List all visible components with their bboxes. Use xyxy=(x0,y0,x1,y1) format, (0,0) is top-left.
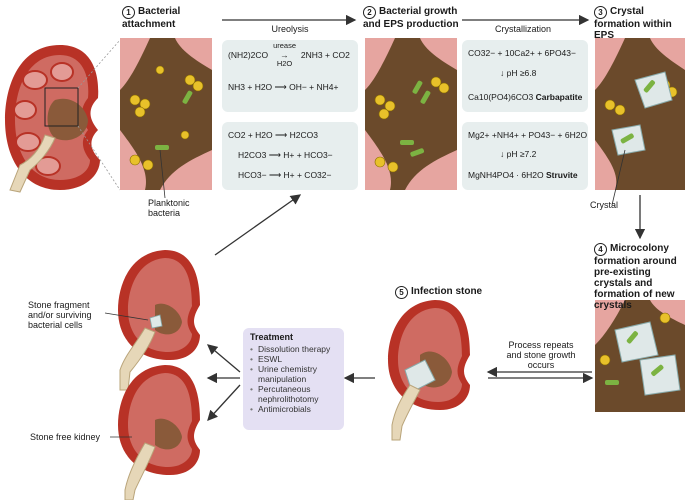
eq5: HCO3− ⟶ H+ + CO32− xyxy=(238,170,332,180)
stone-free-label: Stone free kidney xyxy=(30,432,101,442)
step-4-text: Microcolony formation around pre-existin… xyxy=(594,243,677,311)
treatment-list: Dissolution therapy ESWL Urine chemistry… xyxy=(250,344,342,414)
struvite-reactants: Mg2+ +NH4+ + PO43− + 6H2O xyxy=(468,130,588,140)
carbapatite-ph: ↓ pH ≥6.8 xyxy=(500,68,537,78)
treatment-item: Urine chemistry manipulation xyxy=(250,364,342,384)
planktonic-label: Planktonic bacteria xyxy=(148,198,190,218)
step-4-number: 4 xyxy=(594,243,607,256)
step-1-number: 1 xyxy=(122,6,135,19)
step-3-text: Crystal formation within EPS xyxy=(594,6,672,41)
carbonate-panel: CO2 + H2O ⟶ H2CO3 H2CO3 ⟶ H+ + HCO3− HCO… xyxy=(222,122,358,190)
eq1: (NH2)2CO urease → H2O 2NH3 + CO2 xyxy=(228,41,350,68)
treatment-item: Dissolution therapy xyxy=(250,344,342,354)
struvite-panel: Mg2+ +NH4+ + PO43− + 6H2O ↓ pH ≥7.2 MgNH… xyxy=(462,122,588,190)
carbapatite-reactants: CO32− + 10Ca2+ + 6PO43− xyxy=(468,48,576,58)
step-5-text: Infection stone xyxy=(411,286,483,297)
process-repeats-label: Process repeats and stone growth occurs xyxy=(506,340,576,370)
kidney-main xyxy=(5,39,121,193)
stone-fragment-label: Stone fragment and/or surviving bacteria… xyxy=(28,300,92,330)
micro-panel-4 xyxy=(595,300,685,412)
kidney-fragment xyxy=(118,250,200,391)
kidney-infection-stone xyxy=(388,300,470,441)
ureolysis-panel: (NH2)2CO urease → H2O 2NH3 + CO2 NH3 + H… xyxy=(222,40,358,112)
micro-panel-2 xyxy=(365,38,457,190)
step-2-number: 2 xyxy=(363,6,376,19)
step-5-number: 5 xyxy=(395,286,408,299)
eq2: NH3 + H2O ⟶ OH− + NH4+ xyxy=(228,82,339,92)
kidney-stone-free xyxy=(118,365,200,500)
leader-lines xyxy=(104,149,626,438)
struvite-ph: ↓ pH ≥7.2 xyxy=(500,149,537,159)
treatment-box: Treatment Dissolution therapy ESWL Urine… xyxy=(243,328,344,430)
carbapatite-product: Ca10(PO4)6CO3 Carbapatite xyxy=(468,92,583,102)
eq3: CO2 + H2O ⟶ H2CO3 xyxy=(228,130,318,140)
treatment-item: ESWL xyxy=(250,354,342,364)
crystal-label: Crystal xyxy=(590,200,619,210)
treatment-item: Percutaneous nephrolithotomy xyxy=(250,384,342,404)
step-3-number: 3 xyxy=(594,6,607,19)
step-2-text: Bacterial growth and EPS production xyxy=(363,6,459,30)
carbapatite-panel: CO32− + 10Ca2+ + 6PO43− ↓ pH ≥6.8 Ca10(P… xyxy=(462,40,588,112)
step-1-text: Bacterial attachment xyxy=(122,6,181,30)
process-arrows xyxy=(206,14,646,421)
eq4: H2CO3 ⟶ H+ + HCO3− xyxy=(238,150,333,160)
crystallization-label: Crystallization xyxy=(494,24,552,34)
micro-panel-1 xyxy=(120,38,212,190)
struvite-product: MgNH4PO4 · 6H2O Struvite xyxy=(468,170,578,180)
micro-panel-3 xyxy=(595,38,685,190)
treatment-title: Treatment xyxy=(250,332,294,342)
treatment-item: Antimicrobials xyxy=(250,404,342,414)
ureolysis-label: Ureolysis xyxy=(271,24,309,34)
